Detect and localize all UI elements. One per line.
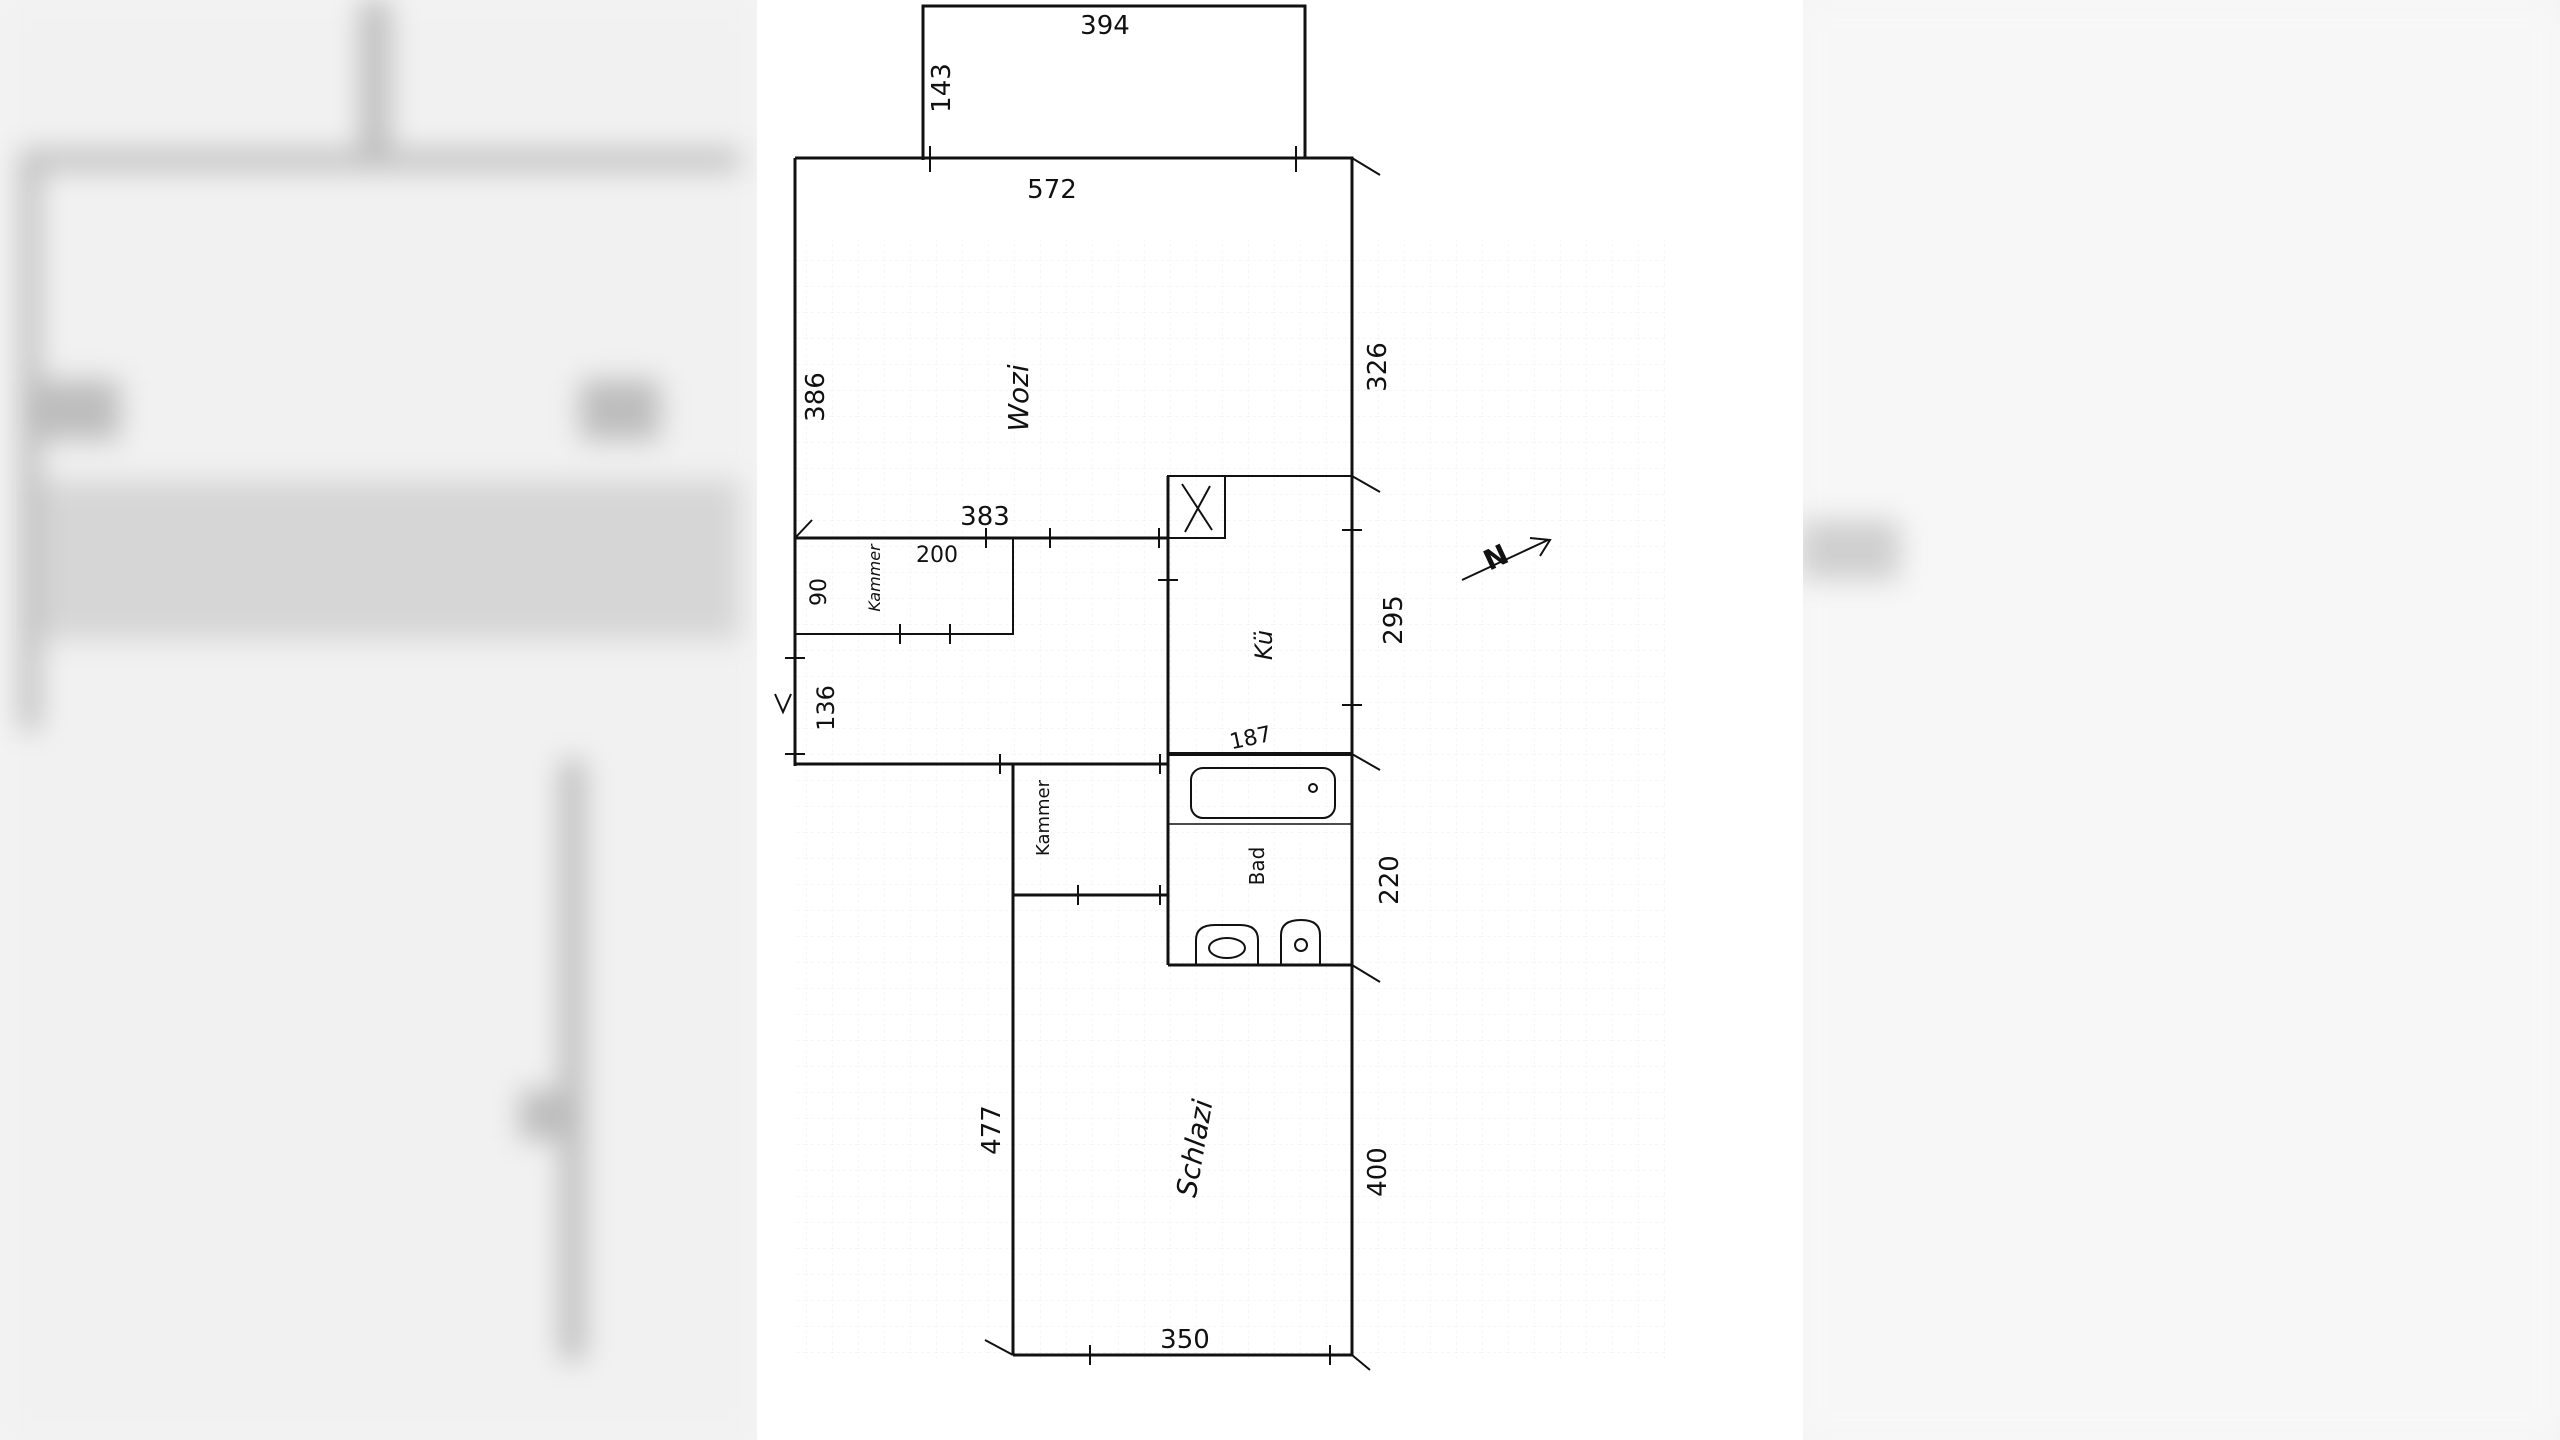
fixtures [774,146,1552,1371]
chimney-box [1167,475,1226,539]
dim-kitchen-height: 295 [1379,595,1409,645]
dim-storage-width: 200 [916,543,958,568]
dim-bath-height: 220 [1375,855,1405,905]
room-label-storage-2: Kammer [1033,779,1054,856]
blurred-background-right [1800,0,2560,1440]
bathtub-icon [1190,767,1336,819]
dim-storage-depth: 90 [807,578,832,606]
dim-balcony-width: 394 [1080,11,1130,41]
dim-bedroom-left: 477 [977,1105,1007,1155]
dim-living-inner: 383 [960,502,1010,532]
dim-living-right: 326 [1363,342,1393,392]
balcony-outline [921,4,1307,160]
dim-balcony-depth: 143 [927,63,957,113]
room-label-bath: Bad [1245,847,1269,886]
dim-bedroom-right: 400 [1363,1147,1393,1197]
sink-icon [1195,924,1259,965]
entry-arrow-icon [774,693,792,715]
room-label-storage-1: Kammer [865,543,884,612]
north-arrow-icon [1461,537,1552,581]
bathtub-drain-icon [1308,783,1318,793]
chimney-cross-icon [1181,483,1213,533]
room-label-kitchen: Kü [1250,630,1278,660]
storage-1-walls [795,538,1014,635]
dim-hall-depth: 136 [812,685,840,731]
dim-living-width: 572 [1027,175,1077,205]
room-label-living: Wozi [1002,364,1035,432]
dim-living-left: 386 [801,372,831,422]
grid-paper [795,240,1665,1360]
toilet-icon [1280,918,1321,965]
blurred-background-left [0,0,760,1440]
dim-bedroom-width: 350 [1160,1325,1210,1355]
